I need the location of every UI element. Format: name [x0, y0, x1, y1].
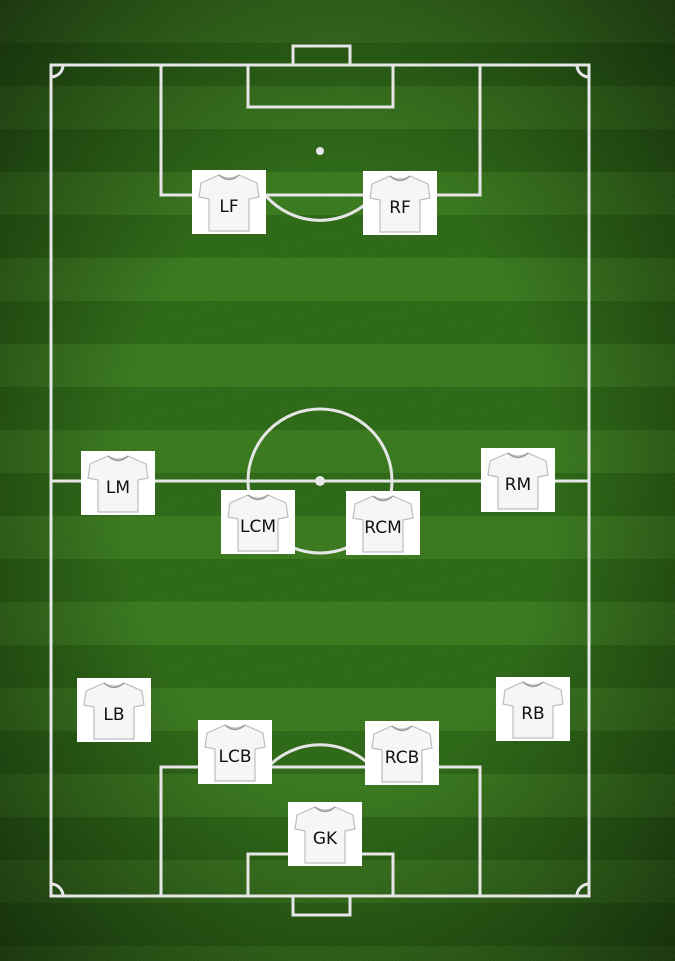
white-shirt-icon: [87, 455, 149, 513]
player-rb[interactable]: RB: [496, 677, 570, 741]
bottom-penalty-arc: [266, 743, 374, 769]
white-shirt-icon: [227, 494, 289, 552]
player-position-label: LCB: [218, 747, 252, 767]
white-shirt-icon: [198, 174, 260, 232]
centre-circle: [246, 407, 394, 555]
player-position-label: LF: [219, 197, 239, 217]
top-penalty-spot: [316, 147, 324, 155]
player-position-label: RF: [389, 198, 411, 218]
corner-arc-bottom-right: [575, 882, 590, 897]
white-shirt-icon: [83, 682, 145, 740]
player-position-label: RCB: [384, 748, 420, 768]
white-shirt-icon: [369, 175, 431, 233]
player-position-label: GK: [312, 829, 338, 849]
player-position-label: LB: [103, 705, 125, 725]
centre-spot: [315, 476, 325, 486]
corner-arc-top-left: [50, 64, 65, 79]
white-shirt-icon: [294, 806, 356, 864]
player-lm[interactable]: LM: [81, 451, 155, 515]
top-goal-area: [246, 63, 395, 109]
player-position-label: RCM: [364, 518, 402, 538]
white-shirt-icon: [502, 681, 564, 739]
player-position-label: LM: [105, 478, 131, 498]
player-gk[interactable]: GK: [288, 802, 362, 866]
top-penalty-arc: [264, 195, 376, 222]
white-shirt-icon: [352, 495, 414, 553]
white-shirt-icon: [487, 452, 549, 510]
player-rf[interactable]: RF: [363, 171, 437, 235]
white-shirt-icon: [371, 725, 433, 783]
top-goal: [291, 44, 352, 67]
player-position-label: LCM: [239, 517, 276, 537]
player-rcb[interactable]: RCB: [365, 721, 439, 785]
player-lcb[interactable]: LCB: [198, 720, 272, 784]
player-rm[interactable]: RM: [481, 448, 555, 512]
player-position-label: RM: [504, 475, 532, 495]
player-lcm[interactable]: LCM: [221, 490, 295, 554]
corner-arc-bottom-left: [50, 882, 65, 897]
bottom-goal: [291, 894, 352, 917]
player-lf[interactable]: LF: [192, 170, 266, 234]
player-rcm[interactable]: RCM: [346, 491, 420, 555]
player-lb[interactable]: LB: [77, 678, 151, 742]
corner-arc-top-right: [575, 64, 590, 79]
player-position-label: RB: [521, 704, 545, 724]
white-shirt-icon: [204, 724, 266, 782]
